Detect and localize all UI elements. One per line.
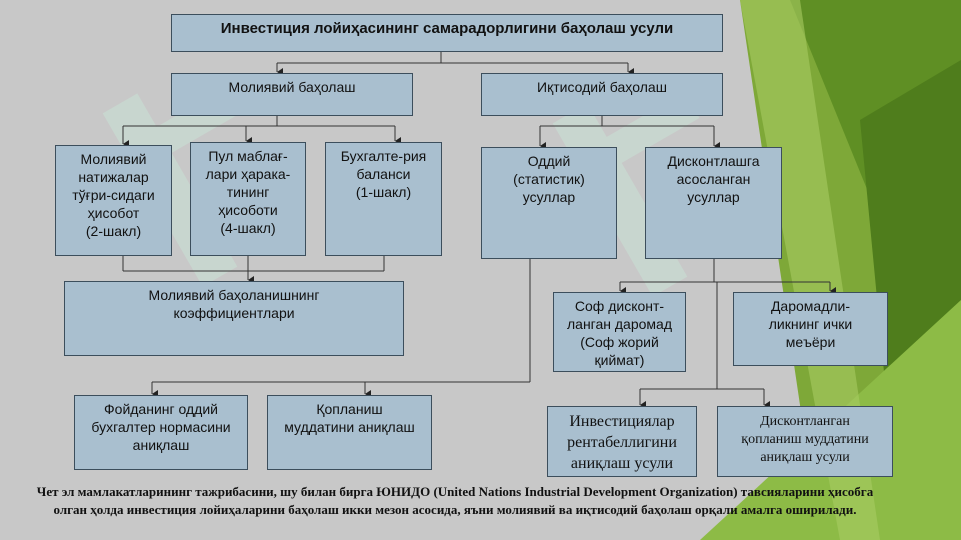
simple-methods-box: Оддий (статистик) усуллар: [481, 147, 617, 259]
irr-label: Даромадли- ликнинг ички меъёри: [768, 298, 853, 350]
cash-flow-report-label: Пул маблағ- лари ҳарака- тининг ҳисоботи…: [205, 148, 291, 236]
cash-flow-report-box: Пул маблағ- лари ҳарака- тининг ҳисоботи…: [190, 142, 306, 256]
financial-assessment-label: Молиявий баҳолаш: [228, 79, 356, 95]
pi-box: Инвестициялар рентабеллигини аниқлаш усу…: [547, 406, 697, 477]
caption-text: Чет эл мамлакатларининг тажрибасини, шу …: [36, 484, 874, 517]
disc-payback-box: Дисконтланган қопланиш муддатини аниқлаш…: [717, 406, 893, 477]
npv-box: Соф дисконт- ланган даромад (Соф жорий қ…: [553, 292, 686, 372]
payback-box: Қопланиш муддатини аниқлаш: [267, 395, 432, 470]
root-title-box: Инвестиция лойиҳасининг самарадорлигини …: [171, 14, 723, 52]
npv-label: Соф дисконт- ланган даромад (Соф жорий қ…: [567, 298, 672, 368]
root-title: Инвестиция лойиҳасининг самарадорлигини …: [220, 20, 674, 37]
fin-coefficients-box: Молиявий баҳоланишнинг коэффициентлари: [64, 281, 404, 356]
payback-label: Қопланиш муддатини аниқлаш: [284, 401, 415, 435]
simple-profit-label: Фойданинг оддий бухгалтер нормасини аниқ…: [91, 401, 231, 453]
financial-assessment-box: Молиявий баҳолаш: [171, 73, 413, 116]
fin-results-report-label: Молиявий натижалар тўғри-сидаги ҳисобот …: [72, 151, 155, 239]
disc-payback-label: Дисконтланган қопланиш муддатини аниқлаш…: [741, 414, 869, 465]
simple-profit-box: Фойданинг оддий бухгалтер нормасини аниқ…: [74, 395, 248, 470]
fin-results-report-box: Молиявий натижалар тўғри-сидаги ҳисобот …: [55, 145, 172, 256]
discount-methods-label: Дисконтлашга асосланган усуллар: [667, 153, 760, 205]
balance-sheet-label: Бухгалте-рия баланси (1-шакл): [340, 148, 427, 200]
simple-methods-label: Оддий (статистик) усуллар: [513, 153, 585, 205]
irr-box: Даромадли- ликнинг ички меъёри: [733, 292, 888, 366]
economic-assessment-box: Иқтисодий баҳолаш: [481, 73, 723, 116]
economic-assessment-label: Иқтисодий баҳолаш: [537, 79, 667, 95]
fin-coefficients-label: Молиявий баҳоланишнинг коэффициентлари: [148, 287, 320, 321]
pi-label: Инвестициялар рентабеллигини аниқлаш усу…: [567, 413, 677, 472]
discount-methods-box: Дисконтлашга асосланган усуллар: [645, 147, 782, 259]
balance-sheet-box: Бухгалте-рия баланси (1-шакл): [325, 142, 442, 256]
